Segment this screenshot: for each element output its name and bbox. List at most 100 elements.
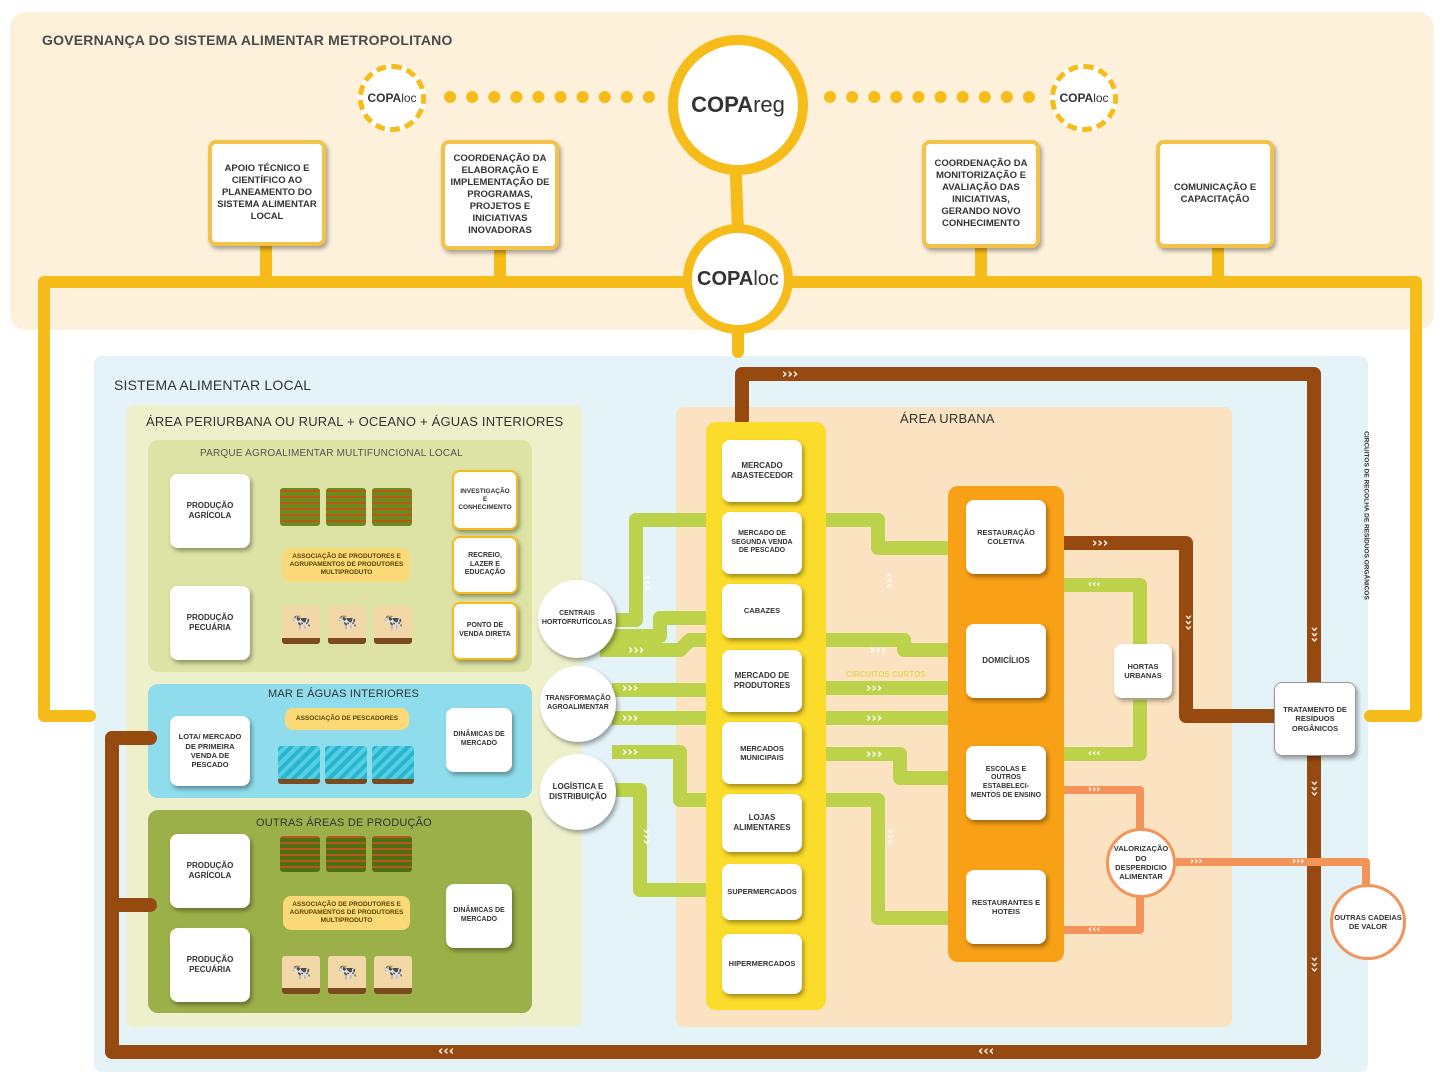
fish-pond-icon [325, 746, 367, 784]
governance-title: GOVERNANÇA DO SISTEMA ALIMENTAR METROPOL… [42, 32, 453, 48]
consumer-restaurantes-hoteis[interactable]: RESTAURANTES E HOTEIS [966, 870, 1046, 944]
cattle-pen-icon: 🐄 [282, 606, 320, 644]
cattle-pen-icon: 🐄 [374, 956, 412, 994]
park-production-agricola[interactable]: PRODUÇÃO AGRÍCOLA [170, 474, 250, 548]
crop-field-icon [280, 488, 320, 526]
market-municipais[interactable]: MERCADOS MUNICIPAIS [722, 722, 802, 784]
arrow-down-icon: ››› [1306, 626, 1322, 643]
arrow-right-icon: ››› [1292, 856, 1305, 867]
valorizacao-desperdicio[interactable]: VALORIZAÇÃO DO DESPERDICIO ALIMENTAR [1106, 828, 1176, 898]
hub-logistica[interactable]: LOGÍSTICA E DISTRIBUIÇÃO [540, 754, 616, 830]
hortas-urbanas[interactable]: HORTAS URBANAS [1114, 644, 1172, 698]
market-lojas-alimentares[interactable]: LOJAS ALIMENTARES [722, 794, 802, 852]
arrow-left-icon: ‹‹‹ [438, 1044, 455, 1059]
cattle-pen-icon: 🐄 [328, 956, 366, 994]
market-produtores[interactable]: MERCADO DE PRODUTORES [722, 650, 802, 712]
copareg-label: COPAreg [691, 92, 785, 117]
circuitos-curtos-label: CIRCUITOS CURTOS [846, 670, 926, 679]
arrow-right-icon: ››› [622, 745, 639, 760]
other-production-pecuaria[interactable]: PRODUÇÃO PECUÁRIA [170, 928, 250, 1002]
cattle-pen-icon: 🐄 [328, 606, 366, 644]
fish-pond-icon [278, 746, 320, 784]
copaloc-left-circle[interactable]: COPAloc [358, 64, 426, 132]
arrow-right-icon: ››› [866, 747, 883, 762]
copaloc-center-label: COPAloc [697, 267, 779, 290]
arrow-down-icon: ››› [882, 828, 898, 845]
arrow-left-icon: ‹‹‹ [978, 1044, 995, 1059]
cattle-pen-icon: 🐄 [282, 956, 320, 994]
markets-column [706, 422, 826, 1010]
hub-centrais-hortofruticolas[interactable]: CENTRAIS HORTOFRUTÍCOLAS [538, 580, 616, 658]
consumer-restauracao-coletiva[interactable]: RESTAURAÇÃO COLETIVA [966, 500, 1046, 574]
copareg-circle[interactable]: COPAreg [668, 35, 808, 175]
park-recreio[interactable]: RECREIO, LAZER E EDUCAÇÃO [452, 536, 518, 594]
park-producers-association: ASSOCIAÇÃO DE PRODUTORES E AGRUPAMENTOS … [283, 548, 410, 582]
urban-area-title: ÁREA URBANA [900, 411, 995, 426]
rural-area-title: ÁREA PERIURBANA OU RURAL + OCEANO + ÁGUA… [146, 414, 564, 429]
park-production-pecuaria[interactable]: PRODUÇÃO PECUÁRIA [170, 586, 250, 660]
park-ponto-venda[interactable]: PONTO DE VENDA DIRETA [452, 602, 518, 660]
sea-lota-mercado[interactable]: LOTA/ MERCADO DE PRIMEIRA VENDA DE PESCA… [170, 716, 250, 786]
market-segunda-venda-pescado[interactable]: MERCADO DE SEGUNDA VENDA DE PESCADO [722, 512, 802, 574]
arrow-left-icon: ‹‹‹ [1088, 924, 1101, 935]
arrow-right-icon: ››› [622, 711, 639, 726]
tratamento-residuos[interactable]: TRATAMENTO DE RESÍDUOS ORGÂNICOS [1274, 682, 1356, 756]
recolha-label: CIRCUITOS DE RECOLHA DE RESÍDUOS ORGÂNIC… [1362, 431, 1370, 600]
valorizacao-label: VALORIZAÇÃO DO DESPERDICIO ALIMENTAR [1113, 844, 1169, 882]
hub-centrais-label: CENTRAIS HORTOFRUTÍCOLAS [541, 610, 613, 626]
consumer-domicilios[interactable]: DOMICÍLIOS [966, 624, 1046, 698]
arrow-right-icon: ››› [870, 643, 887, 658]
hub-transformacao[interactable]: TRANSFORMAÇÃO AGROALIMENTAR [540, 666, 616, 742]
market-abastecedor[interactable]: MERCADO ABASTECEDOR [722, 440, 802, 502]
gov-card-coordenacao-elaboracao[interactable]: COORDENAÇÃO DA ELABORAÇÃO E IMPLEMENTAÇÃ… [441, 140, 559, 250]
outras-cadeias-valor[interactable]: OUTRAS CADEIAS DE VALOR [1330, 884, 1406, 960]
copaloc-center-circle[interactable]: COPAloc [683, 224, 793, 334]
arrow-right-icon: ››› [782, 367, 799, 382]
gov-card-coordenacao-monitorizacao[interactable]: COORDENAÇÃO DA MONITORIZAÇÃO E AVALIAÇÃO… [922, 140, 1040, 248]
market-supermercados[interactable]: SUPERMERCADOS [722, 864, 802, 920]
copaloc-right-label: COPAloc [1059, 91, 1109, 105]
market-hipermercados[interactable]: HIPERMERCADOS [722, 934, 802, 994]
crop-field-icon [326, 488, 366, 526]
fish-pond-icon [372, 746, 414, 784]
arrow-down-icon: ››› [1306, 780, 1322, 797]
arrow-right-icon: ››› [622, 681, 639, 696]
other-production-agricola[interactable]: PRODUÇÃO AGRÍCOLA [170, 834, 250, 908]
arrow-left-icon: ‹‹‹ [1088, 579, 1101, 590]
arrow-right-icon: ››› [866, 711, 883, 726]
cattle-pen-icon: 🐄 [374, 606, 412, 644]
arrow-right-icon: ››› [1190, 856, 1203, 867]
arrow-right-icon: ››› [866, 681, 883, 696]
arrow-up-icon: ››› [882, 572, 898, 589]
crop-field-icon [372, 836, 412, 872]
other-title: OUTRAS ÁREAS DE PRODUÇÃO [256, 817, 432, 829]
sea-title: MAR E ÁGUAS INTERIORES [268, 688, 420, 700]
arrow-right-icon: ››› [1092, 536, 1109, 551]
market-cabazes[interactable]: CABAZES [722, 584, 802, 638]
local-system-title: SISTEMA ALIMENTAR LOCAL [114, 377, 312, 393]
copaloc-right-circle[interactable]: COPAloc [1050, 64, 1118, 132]
arrow-down-icon: ››› [638, 828, 654, 845]
park-investigacao[interactable]: INVESTIGAÇÃO E CONHECIMENTO [452, 470, 518, 530]
arrow-down-icon: ››› [1306, 956, 1322, 973]
sea-dinamicas-mercado[interactable]: DINÂMICAS DE MERCADO [446, 708, 512, 772]
arrow-down-icon: ››› [1180, 614, 1196, 631]
arrow-left-icon: ‹‹‹ [1088, 748, 1101, 759]
consumer-escolas[interactable]: ESCOLAS E OUTROS ESTABELECI-MENTOS DE EN… [966, 746, 1046, 820]
gov-card-apoio-tecnico[interactable]: APOIO TÉCNICO E CIENTÍFICO AO PLANEAMENT… [208, 140, 326, 246]
park-title: PARQUE AGROALIMENTAR MULTIFUNCIONAL LOCA… [200, 448, 463, 459]
crop-field-icon [280, 836, 320, 872]
copaloc-left-label: COPAloc [367, 91, 417, 105]
other-producers-association: ASSOCIAÇÃO DE PRODUTORES E AGRUPAMENTOS … [283, 896, 410, 930]
hub-logistica-label: LOGÍSTICA E DISTRIBUIÇÃO [549, 782, 607, 801]
gov-card-comunicacao[interactable]: COMUNICAÇÃO E CAPACITAÇÃO [1156, 140, 1274, 248]
outras-cadeias-label: OUTRAS CADEIAS DE VALOR [1334, 912, 1402, 931]
crop-field-icon [372, 488, 412, 526]
crop-field-icon [326, 836, 366, 872]
sea-fishers-association: ASSOCIAÇÃO DE PESCADORES [285, 708, 409, 730]
arrow-right-icon: ››› [1088, 784, 1101, 795]
arrow-up-icon: ››› [640, 574, 656, 591]
hub-transformacao-label: TRANSFORMAÇÃO AGROALIMENTAR [545, 695, 611, 711]
other-dinamicas-mercado[interactable]: DINÂMICAS DE MERCADO [446, 884, 512, 948]
